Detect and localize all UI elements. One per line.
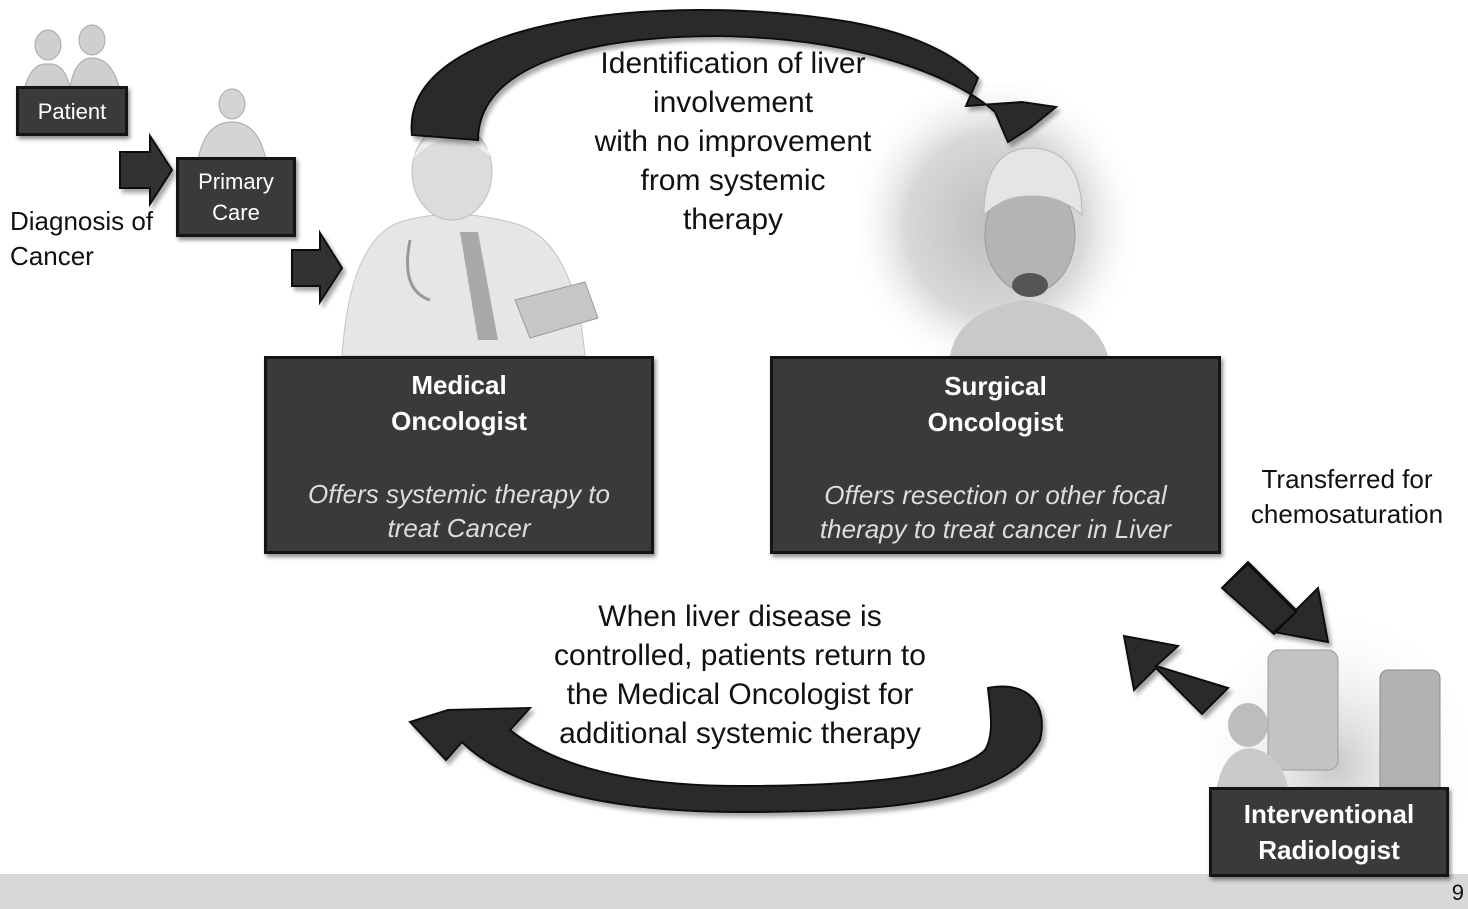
transfer-down-arrow <box>1220 560 1330 644</box>
interventional-radiologist-title-line-1: Interventional <box>1243 799 1415 829</box>
medical-oncologist-description-line-2: treat Cancer <box>387 513 531 543</box>
interventional-radiologist-box: Interventional Radiologist <box>1209 787 1449 877</box>
diagnosis-text: Diagnosis of Cancer <box>10 204 153 274</box>
diagnosis-text-line-1: Diagnosis of <box>10 206 154 236</box>
patient-box: Patient <box>16 86 128 136</box>
patient-label: Patient <box>37 98 107 124</box>
top-arrow-caption: Identification of liver involvement with… <box>560 44 906 239</box>
page-number: 9 <box>1451 880 1464 905</box>
top-curved-arrow <box>410 8 1059 144</box>
return-up-arrow <box>1122 634 1230 716</box>
bottom-curved-arrow <box>408 685 1043 814</box>
bottom-arrow-caption-line-2: controlled, patients return to <box>554 639 926 672</box>
transfer-text-line-1: Transferred for <box>1261 464 1433 494</box>
primary-care-label-line-1: Primary <box>198 169 274 194</box>
primary-care-to-medical-arrow <box>291 229 344 306</box>
primary-care-illustration <box>197 88 267 161</box>
bottom-arrow-caption-line-4: additional systemic therapy <box>559 717 921 750</box>
surgical-oncologist-title-line-2: Oncologist <box>927 407 1064 437</box>
diagnosis-text-line-2: Cancer <box>10 241 94 271</box>
top-arrow-caption-line-3: with no improvement <box>594 125 872 158</box>
patient-to-primary-care-arrow <box>119 132 174 208</box>
medical-oncologist-title-line-1: Medical <box>411 370 507 400</box>
bottom-arrow-caption-line-1: When liver disease is <box>598 600 882 633</box>
bottom-arrow-caption: When liver disease is controlled, patien… <box>520 597 960 753</box>
surgical-oncologist-description-line-1: Offers resection or other focal <box>824 480 1167 510</box>
transfer-text-line-2: chemosaturation <box>1250 499 1444 529</box>
footer-bar <box>0 874 1468 909</box>
transfer-text: Transferred for chemosaturation <box>1232 462 1462 532</box>
primary-care-box: Primary Care <box>176 157 296 237</box>
surgical-oncologist-title-line-1: Surgical <box>944 371 1047 401</box>
medical-oncologist-title-line-2: Oncologist <box>391 406 527 436</box>
medical-oncologist-description-line-1: Offers systemic therapy to <box>308 479 610 509</box>
surgical-oncologist-description-line-2: therapy to treat cancer in Liver <box>819 514 1172 544</box>
bottom-arrow-caption-line-3: the Medical Oncologist for <box>566 678 914 711</box>
medical-oncologist-box: Medical Oncologist Offers systemic thera… <box>264 356 654 554</box>
top-arrow-caption-line-2: involvement <box>652 86 814 119</box>
top-arrow-caption-line-4: from systemic <box>640 164 826 197</box>
interventional-radiologist-title-line-2: Radiologist <box>1258 835 1400 865</box>
top-arrow-caption-line-5: therapy <box>682 203 784 236</box>
surgical-oncologist-illustration <box>860 85 1130 365</box>
surgical-oncologist-box: Surgical Oncologist Offers resection or … <box>770 356 1221 554</box>
top-arrow-caption-line-1: Identification of liver <box>600 47 866 80</box>
primary-care-label-line-2: Care <box>212 200 260 225</box>
